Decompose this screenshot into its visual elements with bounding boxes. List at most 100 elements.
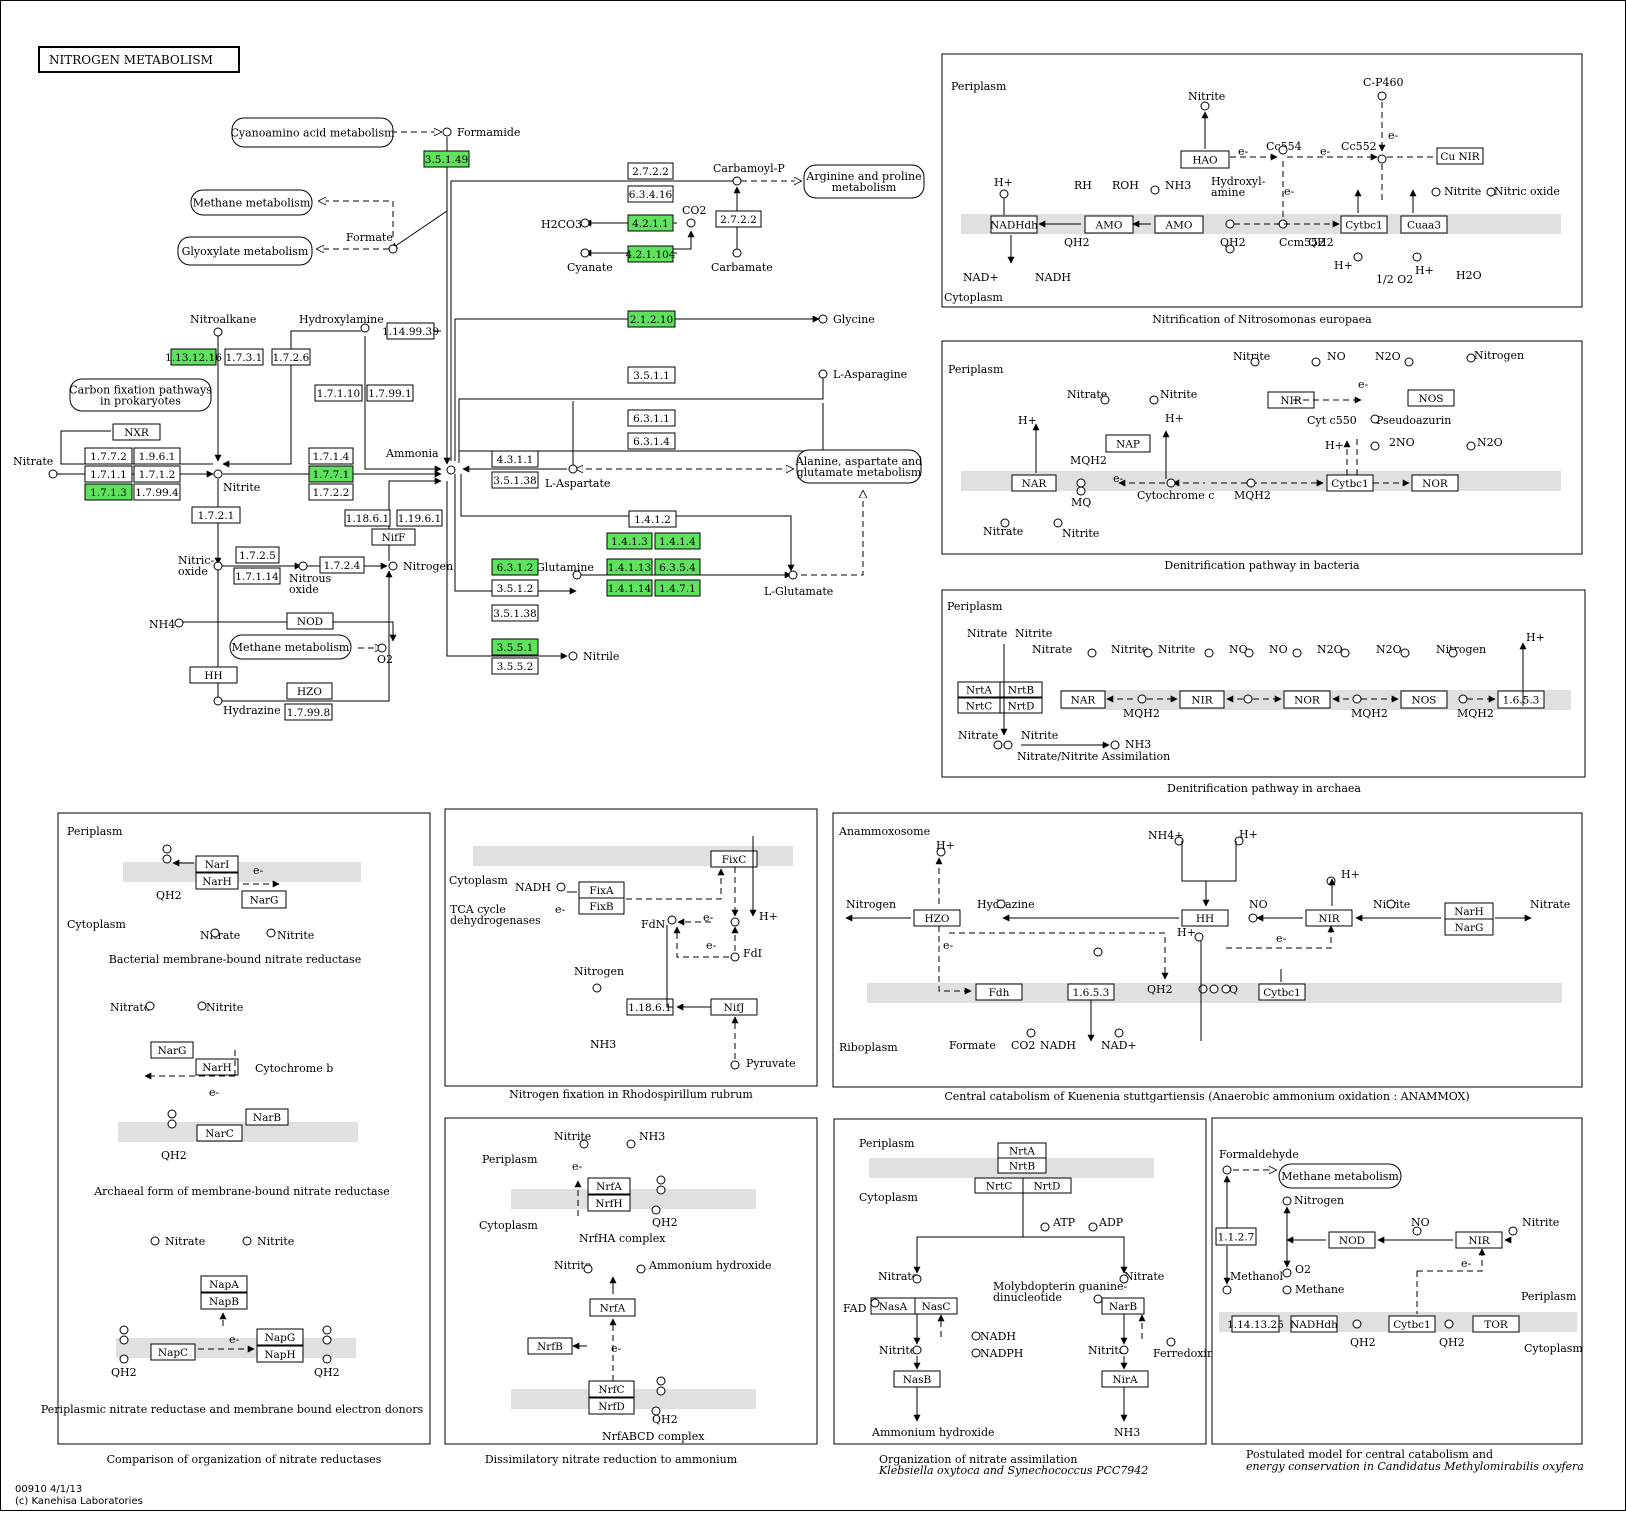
compound-co2[interactable] bbox=[686, 218, 696, 228]
protein-box[interactable]: HH bbox=[1181, 909, 1229, 927]
protein-box[interactable]: NrtD bbox=[1022, 1177, 1072, 1194]
compound-node[interactable] bbox=[556, 882, 566, 892]
compound-node[interactable] bbox=[119, 1325, 129, 1335]
protein-box[interactable]: NOS bbox=[1400, 690, 1448, 709]
compound-node[interactable] bbox=[1444, 1319, 1454, 1329]
compound-node[interactable] bbox=[730, 1060, 740, 1070]
protein-box[interactable]: 1.14.13.25 bbox=[1227, 1315, 1284, 1333]
compound-l-glutamate[interactable] bbox=[788, 570, 798, 580]
enzyme-3-5-5-2[interactable]: 3.5.5.2 bbox=[491, 657, 539, 675]
enzyme-1-4-1-3[interactable]: 1.4.1.3 bbox=[606, 532, 653, 550]
compound-carbamate[interactable] bbox=[732, 248, 742, 258]
enzyme-1-7-1-4[interactable]: 1.7.1.4 bbox=[308, 447, 354, 465]
protein-box[interactable]: NapC bbox=[150, 1343, 196, 1361]
compound-node[interactable] bbox=[1114, 1028, 1124, 1038]
compound-node[interactable] bbox=[1282, 1268, 1292, 1278]
protein-box[interactable]: TOR bbox=[1472, 1315, 1520, 1333]
protein-box[interactable]: Cytbc1 bbox=[1326, 474, 1374, 492]
enzyme-1-7-1-2[interactable]: 1.7.1.2 bbox=[133, 465, 181, 483]
enzyme-3-5-1-38[interactable]: 3.5.1.38 bbox=[491, 604, 539, 622]
protein-box[interactable]: NarH bbox=[1444, 902, 1494, 920]
protein-box[interactable]: HAO bbox=[1180, 150, 1230, 169]
compound-node[interactable] bbox=[1003, 740, 1013, 750]
compound-ammonia[interactable] bbox=[446, 465, 456, 475]
compound-node[interactable] bbox=[667, 915, 677, 925]
compound-node[interactable] bbox=[1486, 187, 1496, 197]
compound-node[interactable] bbox=[1137, 694, 1147, 704]
compound-node[interactable] bbox=[936, 847, 946, 857]
compound-node[interactable] bbox=[971, 1331, 981, 1341]
compound-node[interactable] bbox=[1149, 395, 1159, 405]
compound-node[interactable] bbox=[1194, 932, 1204, 942]
compound-node[interactable] bbox=[1282, 1196, 1292, 1206]
compound-node[interactable] bbox=[1458, 694, 1468, 704]
protein-box[interactable]: NrtA bbox=[997, 1142, 1047, 1159]
enzyme-1-19-6-1[interactable]: 1.19.6.1 bbox=[396, 509, 443, 527]
pathway-glyoxylate[interactable]: Glyoxylate metabolism bbox=[177, 236, 313, 266]
compound-node[interactable] bbox=[583, 1264, 593, 1274]
compound-node[interactable] bbox=[1093, 947, 1103, 957]
compound-node[interactable] bbox=[167, 1119, 177, 1129]
protein-box[interactable]: NrfC bbox=[588, 1380, 635, 1398]
protein-box[interactable]: NarB bbox=[1101, 1297, 1145, 1315]
compound-node[interactable] bbox=[322, 1335, 332, 1345]
compound-node[interactable] bbox=[266, 928, 276, 938]
enzyme-1-7-7-1[interactable]: 1.7.7.1 bbox=[308, 465, 354, 483]
compound-node[interactable] bbox=[1243, 694, 1253, 704]
enzyme-1-7-2-4[interactable]: 1.7.2.4 bbox=[319, 556, 365, 574]
compound-node[interactable] bbox=[1404, 357, 1414, 367]
compound-hydroxylamine[interactable] bbox=[360, 323, 370, 333]
enzyme-1-4-7-1[interactable]: 1.4.7.1 bbox=[654, 579, 701, 597]
compound-node[interactable] bbox=[579, 1139, 589, 1149]
protein-box[interactable]: 1.1.2.7 bbox=[1215, 1227, 1257, 1246]
protein-box[interactable]: FixB bbox=[578, 897, 625, 915]
enzyme-1-7-1-1[interactable]: 1.7.1.1 bbox=[84, 465, 133, 483]
enzyme-1-7-99-4[interactable]: 1.7.99.4 bbox=[133, 483, 181, 501]
compound-node[interactable] bbox=[1246, 478, 1256, 488]
compound-node[interactable] bbox=[1143, 648, 1153, 658]
compound-node[interactable] bbox=[322, 1354, 332, 1364]
protein-box[interactable]: NarG bbox=[241, 890, 287, 909]
enzyme-1-4-1-2[interactable]: 1.4.1.2 bbox=[628, 510, 677, 528]
compound-node[interactable] bbox=[651, 1406, 661, 1416]
compound-node[interactable] bbox=[1412, 1226, 1422, 1236]
protein-box[interactable]: NIR bbox=[1179, 690, 1225, 709]
compound-node[interactable] bbox=[1244, 648, 1254, 658]
protein-box[interactable]: NarG bbox=[150, 1041, 194, 1059]
protein-box[interactable]: NarC bbox=[196, 1124, 243, 1142]
protein-box[interactable]: NrtB bbox=[997, 1157, 1047, 1174]
compound-node[interactable] bbox=[1508, 1226, 1518, 1236]
protein-box[interactable]: NAR bbox=[1060, 690, 1106, 709]
protein-box[interactable]: NapH bbox=[256, 1345, 304, 1363]
compound-node[interactable] bbox=[1326, 876, 1336, 886]
pathway-methane-2[interactable]: Methane metabolism bbox=[229, 634, 352, 660]
compound-node[interactable] bbox=[1222, 1285, 1232, 1295]
compound-node[interactable] bbox=[1166, 1337, 1176, 1347]
compound-nh4[interactable] bbox=[174, 618, 184, 628]
compound-node[interactable] bbox=[150, 1236, 160, 1246]
compound-node[interactable] bbox=[1225, 219, 1235, 229]
compound-node[interactable] bbox=[1352, 694, 1362, 704]
compound-node[interactable] bbox=[1282, 1285, 1292, 1295]
compound-node[interactable] bbox=[119, 1354, 129, 1364]
compound-node[interactable] bbox=[1174, 836, 1184, 846]
compound-node[interactable] bbox=[1353, 252, 1363, 262]
compound-node[interactable] bbox=[870, 1298, 880, 1308]
compound-node[interactable] bbox=[1204, 648, 1214, 658]
protein-box[interactable]: FixC bbox=[710, 850, 758, 868]
enzyme-1-7-1-3[interactable]: 1.7.1.3 bbox=[84, 483, 133, 501]
compound-node[interactable] bbox=[1093, 1294, 1103, 1304]
compound-node[interactable] bbox=[1040, 1222, 1050, 1232]
enzyme-6-3-1-4[interactable]: 6.3.1.4 bbox=[627, 432, 676, 450]
compound-glycine[interactable] bbox=[818, 314, 828, 324]
compound-node[interactable] bbox=[636, 1264, 646, 1274]
protein-box[interactable]: NarH bbox=[195, 1058, 239, 1076]
protein-box[interactable]: Fdh bbox=[975, 983, 1023, 1001]
compound-node[interactable] bbox=[993, 740, 1003, 750]
compound-hydrazine[interactable] bbox=[213, 696, 223, 706]
compound-node[interactable] bbox=[145, 1001, 155, 1011]
compound-node[interactable] bbox=[656, 1185, 666, 1195]
compound-l-asparagine[interactable] bbox=[818, 369, 828, 379]
